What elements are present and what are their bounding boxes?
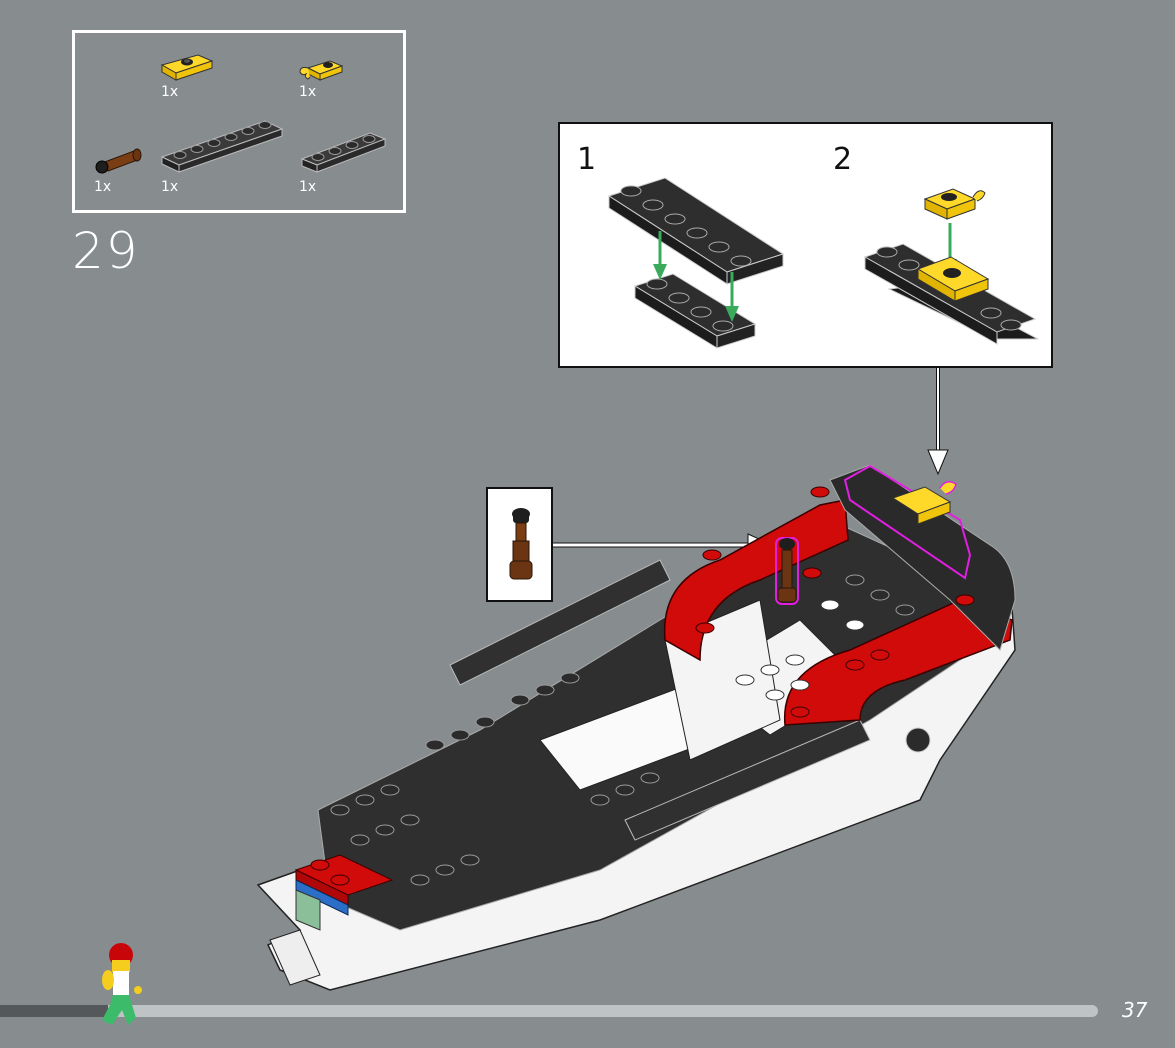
- qty-label: 1x: [94, 179, 112, 195]
- sub-step-1-illustration: [607, 177, 785, 349]
- progress-track: [0, 1005, 1098, 1017]
- sub-assembly-box: 1 2: [558, 122, 1053, 368]
- parts-list-box: 1x 1x 1x 1x 1x: [72, 30, 406, 213]
- step-number: 29: [72, 222, 140, 280]
- sub-step-2-illustration: [863, 188, 1039, 345]
- qty-label: 1x: [161, 179, 179, 195]
- black-plate-1x4-icon: [300, 132, 387, 173]
- yellow-jumper-plate-icon: [160, 54, 214, 81]
- qty-label: 1x: [299, 179, 317, 195]
- qty-label: 1x: [161, 84, 179, 100]
- yellow-clip-plate-icon: [299, 60, 344, 81]
- brown-telescope-icon: [509, 508, 533, 580]
- minifigure-icon: [102, 943, 142, 1025]
- callout-box: [486, 487, 553, 602]
- sub-step-number: 2: [833, 142, 853, 177]
- page-number: 37: [1122, 998, 1148, 1022]
- brown-telescope-icon: [95, 148, 142, 174]
- qty-label: 1x: [299, 84, 317, 100]
- sub-step-number: 1: [577, 142, 597, 177]
- progress-fill: [0, 1005, 108, 1017]
- black-plate-1x6-icon: [160, 120, 284, 173]
